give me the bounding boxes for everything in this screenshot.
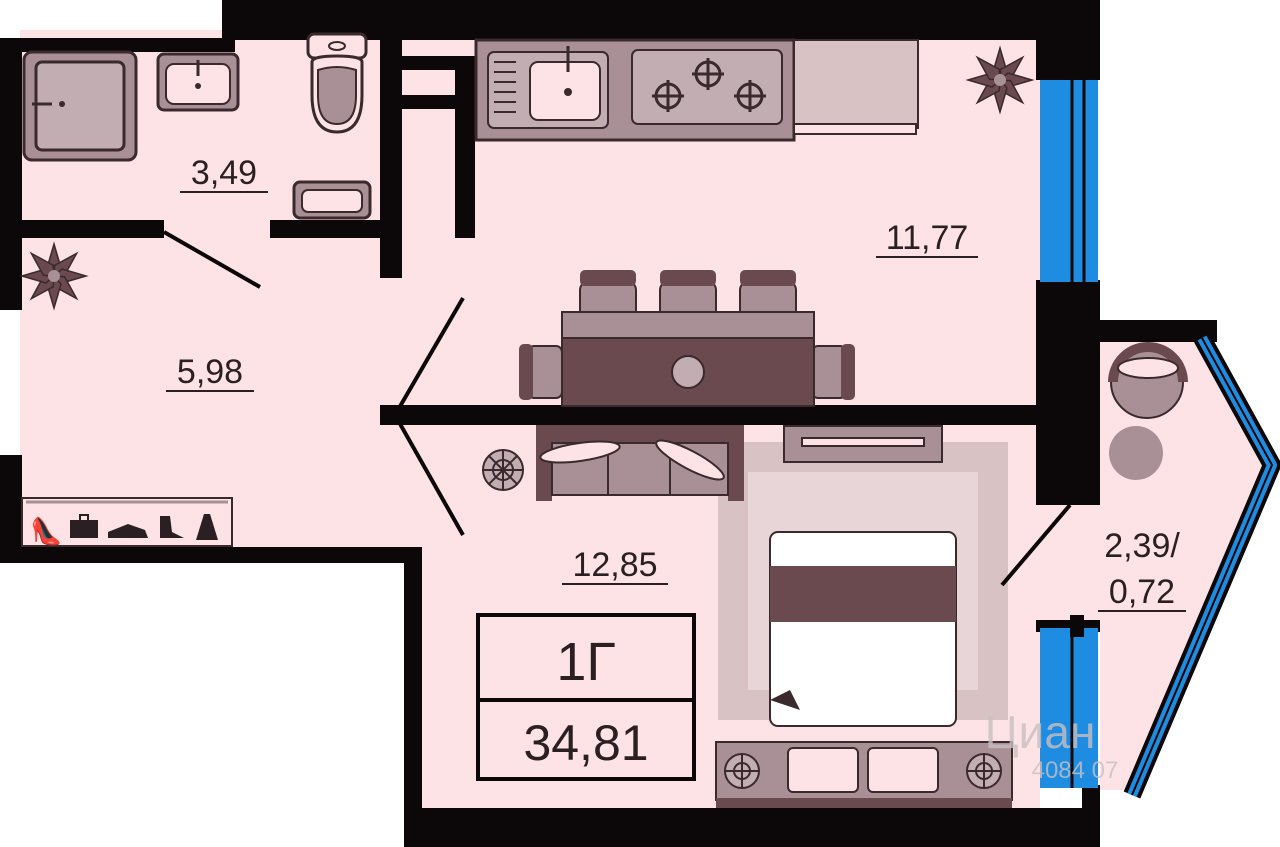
walls: [0, 0, 1217, 847]
kitchen-door: [393, 296, 465, 417]
kitchen-window: [1040, 80, 1098, 282]
dress-icon: [196, 514, 218, 540]
wardrobe: 👠: [21, 497, 233, 547]
sneaker-icon: [108, 524, 148, 538]
toilet: [306, 32, 368, 60]
nightstand-lamp: [724, 753, 760, 789]
bed-headboard: [715, 741, 1013, 801]
living-room-area: 12,85: [572, 546, 657, 584]
dining-set: [519, 270, 855, 407]
kitchen-fixtures: [474, 38, 919, 142]
bed: [769, 531, 957, 727]
balcony-door-window: [1040, 628, 1098, 788]
sofa: [536, 425, 742, 443]
watermark-number: 4084 07: [1032, 757, 1119, 784]
living-room-door: [393, 414, 465, 536]
balcony-area-line1: 2,39/: [1104, 527, 1180, 565]
balcony-door: [1000, 503, 1072, 587]
total-area: 34,81: [523, 715, 648, 771]
doors: [163, 230, 1072, 587]
balcony-furniture: [1108, 342, 1188, 480]
bathroom-area: 3,49: [191, 154, 257, 192]
pillow: [787, 747, 859, 793]
bathroom-fixtures: [22, 32, 372, 220]
plant-icon: [19, 241, 89, 311]
bag-icon: [70, 520, 98, 538]
nightstand-lamp: [966, 753, 1002, 789]
shoe-icon: 👠: [30, 515, 62, 547]
pillow: [867, 747, 939, 793]
fridge: [793, 39, 919, 129]
apartment-info-box: 1Г 34,81: [476, 613, 696, 781]
windows: [1040, 80, 1280, 799]
plant-icon: [965, 45, 1035, 115]
watermark-brand: Циан: [985, 706, 1096, 758]
area-labels: 3,49 11,77 5,98 12,85 2,39/ 0,72: [166, 154, 1186, 612]
apartment-type: 1Г: [556, 632, 615, 692]
balcony-area-line2: 0,72: [1109, 573, 1175, 611]
living-room-furniture: [482, 425, 1013, 808]
hallway-area: 5,98: [177, 353, 243, 391]
balcony-table: [1109, 426, 1163, 480]
dining-table: [561, 311, 815, 341]
bathroom-door: [163, 230, 261, 289]
watermark: Циан 4084 07: [985, 706, 1119, 784]
kitchen-area: 11,77: [886, 219, 969, 257]
boot-icon: [160, 516, 184, 538]
